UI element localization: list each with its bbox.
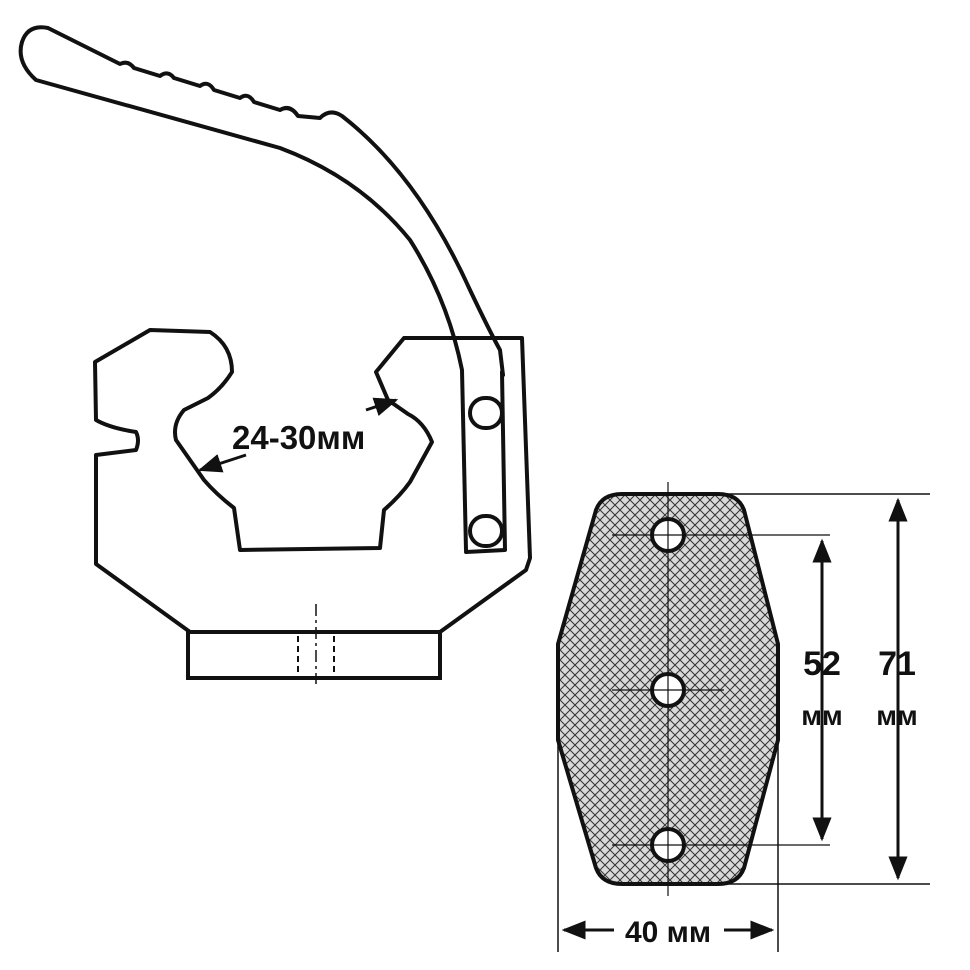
clamp-base	[186, 604, 442, 684]
hole-spacing-unit: мм	[801, 700, 842, 731]
plate-centerlines	[612, 482, 830, 896]
lever-handle	[18, 25, 507, 554]
hole-spacing-value: 52	[803, 645, 841, 683]
height-value: 71	[878, 645, 916, 683]
width-extension-lines	[557, 744, 779, 952]
height-extension-lines	[726, 493, 930, 885]
clamp-body	[93, 328, 532, 634]
grip-range-arrows	[197, 397, 399, 473]
grip-range-label: 24-30мм	[232, 419, 365, 456]
width-label: 40 мм	[625, 916, 711, 949]
lever-rivets	[468, 396, 504, 548]
height-unit: мм	[876, 700, 917, 731]
